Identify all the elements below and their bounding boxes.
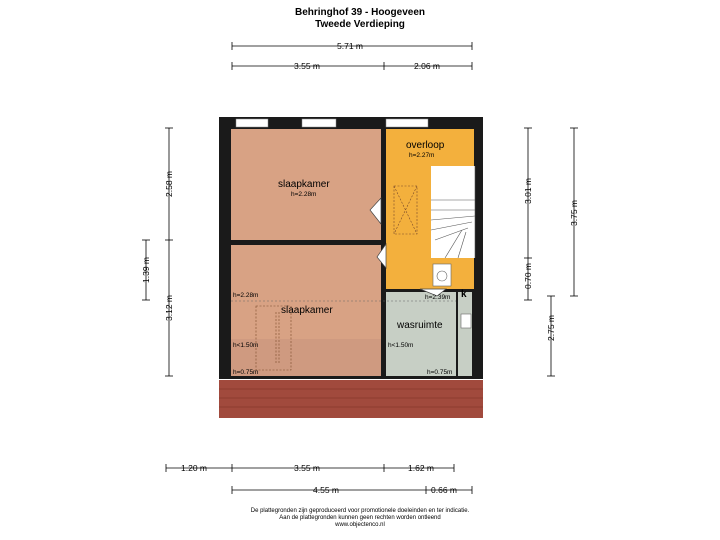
room-label-closet: k — [461, 289, 467, 300]
plan-title: Behringhof 39 - Hoogeveen — [294, 7, 425, 18]
disclaimer-line-1: De plattegronden zijn geproduceerd voor … — [250, 508, 470, 514]
website-link[interactable]: www.objectenco.nl — [335, 522, 385, 528]
dim-top-left: 3.55 m — [294, 61, 320, 71]
room-label-slaapkamer-top: slaapkamer — [278, 179, 330, 190]
dim-bottom2-right: 0.66 m — [431, 485, 457, 495]
plan-subtitle: Tweede Verdieping — [315, 19, 405, 30]
room-height-wasruimte-1: h=2.39m — [425, 294, 451, 301]
laundry-room — [386, 292, 456, 376]
dim-bottom-right: 1.62 m — [408, 463, 434, 473]
room-height-wasruimte-2: h<1.50m — [388, 342, 414, 349]
room-label-overloop: overloop — [406, 140, 445, 151]
bedroom-top — [231, 129, 381, 240]
room-height-slaapkamer-bottom-2: h<1.50m — [233, 342, 259, 349]
room-height-slaapkamer-bottom-3: h=0.75m — [233, 369, 259, 376]
disclaimer-line-2: Aan de plattegronden kunnen geen rechten… — [279, 515, 441, 521]
room-height-slaapkamer-top: h=2.28m — [291, 191, 317, 198]
dimension-lines — [142, 42, 578, 494]
roof-tiles — [219, 388, 483, 408]
dim-bottom-mid: 3.55 m — [294, 463, 320, 473]
room-height-overloop: h=2.27m — [409, 152, 435, 159]
roof — [219, 380, 483, 418]
windows — [235, 118, 429, 128]
stairs — [430, 166, 476, 259]
dim-right-outer-upper: 3.75 m — [569, 200, 579, 226]
dim-right-inner-lower: 0.70 m — [523, 263, 533, 289]
dim-right-outer-lower: 2.75 m — [546, 315, 556, 341]
skylights — [255, 185, 418, 371]
dim-left-upper: 2.58 m — [164, 171, 174, 197]
toilet-sink — [460, 313, 472, 329]
room-height-wasruimte-3: h=0.75m — [427, 369, 453, 376]
doors — [369, 197, 448, 297]
dim-top-right: 2.06 m — [414, 61, 440, 71]
room-label-slaapkamer-bottom: slaapkamer — [281, 305, 333, 316]
dim-left-lower: 3.12 m — [164, 295, 174, 321]
dim-left-outer: 1.39 m — [141, 257, 151, 283]
washing-machine — [432, 263, 452, 287]
dim-bottom2-left: 4.55 m — [313, 485, 339, 495]
dim-top-total: 5.71 m — [337, 41, 363, 51]
dim-right-inner-upper: 3.01 m — [523, 178, 533, 204]
closet — [458, 292, 472, 376]
room-height-slaapkamer-bottom-1: h=2.28m — [233, 292, 259, 299]
dim-bottom-left: 1.20 m — [181, 463, 207, 473]
room-label-wasruimte: wasruimte — [397, 320, 443, 331]
stairwell — [431, 166, 475, 258]
